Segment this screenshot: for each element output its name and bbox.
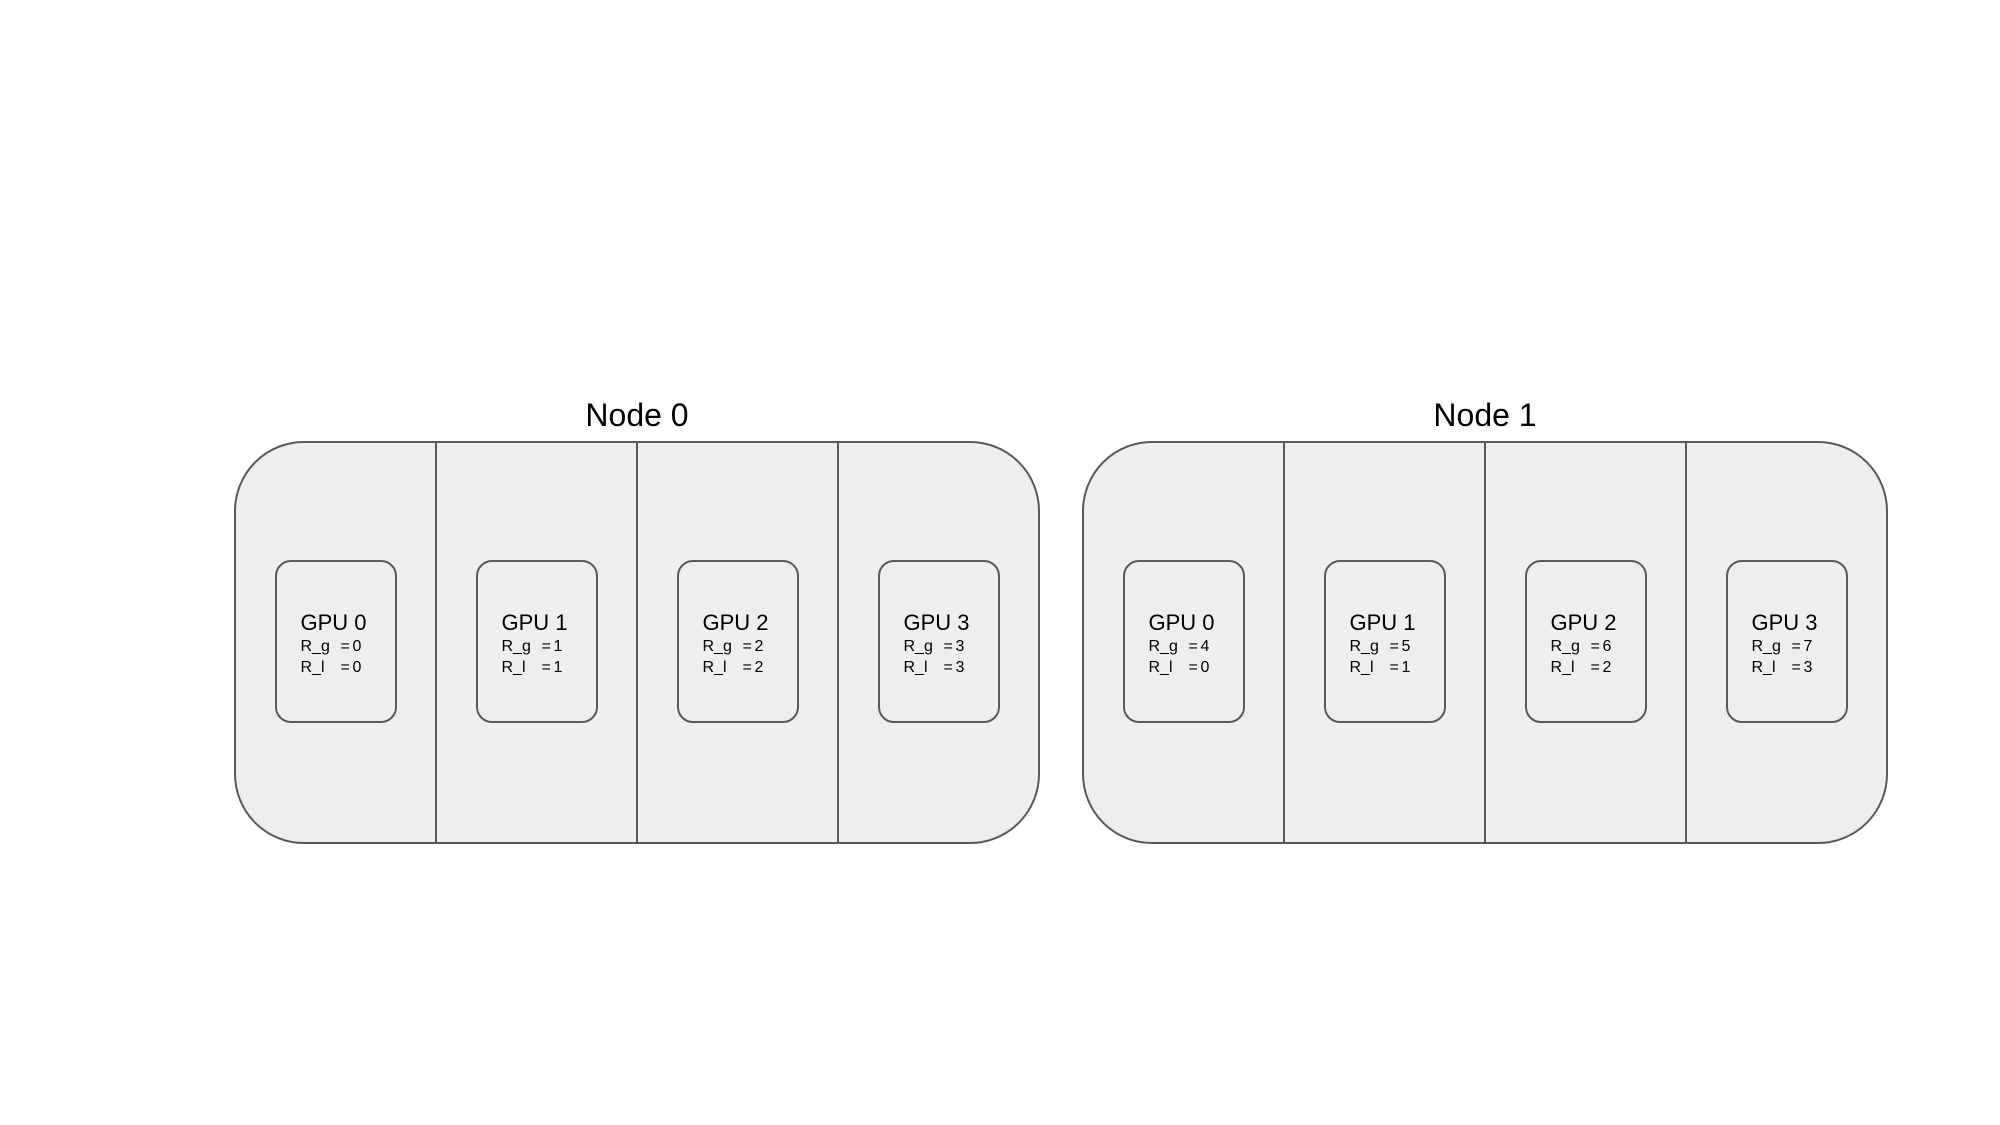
global-rank: R_g =4 bbox=[1149, 636, 1215, 657]
gpu-card: GPU 3 R_g =3 R_l =3 bbox=[877, 560, 1000, 723]
gpu-slot: GPU 1 R_g =5 R_l =1 bbox=[1283, 443, 1484, 842]
global-rank-value: 1 bbox=[553, 638, 563, 655]
local-rank: R_l =3 bbox=[904, 657, 970, 678]
gpu-slot: GPU 3 R_g =7 R_l =3 bbox=[1685, 443, 1886, 842]
local-rank-label: R_l bbox=[1349, 659, 1374, 676]
local-rank-value: 2 bbox=[754, 659, 764, 676]
gpu-name: GPU 3 bbox=[903, 610, 970, 635]
equals-sign: = bbox=[1188, 638, 1198, 655]
global-rank: R_g =7 bbox=[1752, 636, 1818, 657]
global-rank: R_g =3 bbox=[904, 636, 970, 657]
equals-sign: = bbox=[340, 638, 350, 655]
gpu-card: GPU 3 R_g =7 R_l =3 bbox=[1725, 560, 1848, 723]
local-rank-value: 0 bbox=[352, 659, 362, 676]
gpu-slot: GPU 2 R_g =2 R_l =2 bbox=[636, 443, 837, 842]
gpu-name: GPU 0 bbox=[300, 610, 367, 635]
local-rank-value: 0 bbox=[1200, 659, 1210, 676]
local-rank: R_l =1 bbox=[502, 657, 568, 678]
global-rank-value: 3 bbox=[955, 638, 965, 655]
global-rank: R_g =0 bbox=[301, 636, 367, 657]
local-rank-value: 3 bbox=[955, 659, 965, 676]
equals-sign: = bbox=[1389, 659, 1399, 676]
global-rank-value: 2 bbox=[754, 638, 764, 655]
local-rank-label: R_l bbox=[501, 659, 526, 676]
global-rank-value: 7 bbox=[1803, 638, 1813, 655]
gpu-card: GPU 0 R_g =4 R_l =0 bbox=[1122, 560, 1245, 723]
gpu-slot: GPU 2 R_g =6 R_l =2 bbox=[1484, 443, 1685, 842]
local-rank-label: R_l bbox=[1751, 659, 1776, 676]
local-rank-value: 2 bbox=[1602, 659, 1612, 676]
local-rank: R_l =3 bbox=[1752, 657, 1818, 678]
local-rank-label: R_l bbox=[300, 659, 325, 676]
global-rank-label: R_g bbox=[903, 638, 933, 655]
node-title: Node 1 bbox=[1433, 397, 1537, 433]
gpu-card: GPU 1 R_g =5 R_l =1 bbox=[1323, 560, 1446, 723]
node-box: GPU 0 R_g=4 R_l=0 GPU 1 R_g=5 R_l=1 GPU … bbox=[1082, 441, 1888, 844]
local-rank: R_l =2 bbox=[1551, 657, 1617, 678]
gpu-card: GPU 0 R_g =0 R_l =0 bbox=[274, 560, 397, 723]
local-rank-value: 1 bbox=[553, 659, 563, 676]
global-rank-label: R_g bbox=[501, 638, 531, 655]
equals-sign: = bbox=[1590, 659, 1600, 676]
local-rank: R_l =0 bbox=[1149, 657, 1215, 678]
global-rank-label: R_g bbox=[1148, 638, 1178, 655]
gpu-name: GPU 3 bbox=[1751, 610, 1818, 635]
local-rank-label: R_l bbox=[1148, 659, 1173, 676]
global-rank-value: 5 bbox=[1401, 638, 1411, 655]
global-rank-label: R_g bbox=[1349, 638, 1379, 655]
global-rank: R_g =6 bbox=[1551, 636, 1617, 657]
equals-sign: = bbox=[541, 638, 551, 655]
local-rank-value: 3 bbox=[1803, 659, 1813, 676]
equals-sign: = bbox=[1188, 659, 1198, 676]
gpu-card: GPU 2 R_g =2 R_l =2 bbox=[676, 560, 799, 723]
local-rank-label: R_l bbox=[903, 659, 928, 676]
equals-sign: = bbox=[943, 638, 953, 655]
global-rank-label: R_g bbox=[300, 638, 330, 655]
global-rank-label: R_g bbox=[1751, 638, 1781, 655]
local-rank: R_l =2 bbox=[703, 657, 769, 678]
gpu-slot: GPU 3 R_g =3 R_l =3 bbox=[837, 443, 1038, 842]
equals-sign: = bbox=[541, 659, 551, 676]
equals-sign: = bbox=[742, 638, 752, 655]
global-rank: R_g =5 bbox=[1350, 636, 1416, 657]
equals-sign: = bbox=[1791, 659, 1801, 676]
gpu-card: GPU 1 R_g =1 R_l =1 bbox=[475, 560, 598, 723]
global-rank-label: R_g bbox=[1550, 638, 1580, 655]
equals-sign: = bbox=[340, 659, 350, 676]
gpu-name: GPU 1 bbox=[1349, 610, 1416, 635]
equals-sign: = bbox=[1389, 638, 1399, 655]
equals-sign: = bbox=[1791, 638, 1801, 655]
global-rank-value: 0 bbox=[352, 638, 362, 655]
equals-sign: = bbox=[1590, 638, 1600, 655]
global-rank: R_g =2 bbox=[703, 636, 769, 657]
gpu-name: GPU 2 bbox=[702, 610, 769, 635]
global-rank-value: 4 bbox=[1200, 638, 1210, 655]
equals-sign: = bbox=[943, 659, 953, 676]
local-rank-label: R_l bbox=[1550, 659, 1575, 676]
local-rank: R_l =0 bbox=[301, 657, 367, 678]
gpu-name: GPU 2 bbox=[1550, 610, 1617, 635]
gpu-slot: GPU 1 R_g =1 R_l =1 bbox=[435, 443, 636, 842]
global-rank-label: R_g bbox=[702, 638, 732, 655]
gpu-name: GPU 1 bbox=[501, 610, 568, 635]
local-rank-value: 1 bbox=[1401, 659, 1411, 676]
gpu-slot: GPU 0 R_g =4 R_l =0 bbox=[1084, 443, 1283, 842]
node-title: Node 0 bbox=[585, 397, 689, 433]
node-box: GPU 0 R_g=0 R_l=0 GPU 1 R_g=1 R_l=1 GPU … bbox=[234, 441, 1040, 844]
gpu-slot: GPU 0 R_g =0 R_l =0 bbox=[236, 443, 435, 842]
global-rank: R_g =1 bbox=[502, 636, 568, 657]
local-rank-label: R_l bbox=[702, 659, 727, 676]
global-rank-value: 6 bbox=[1602, 638, 1612, 655]
equals-sign: = bbox=[742, 659, 752, 676]
gpu-card: GPU 2 R_g =6 R_l =2 bbox=[1524, 560, 1647, 723]
local-rank: R_l =1 bbox=[1350, 657, 1416, 678]
gpu-name: GPU 0 bbox=[1148, 610, 1215, 635]
